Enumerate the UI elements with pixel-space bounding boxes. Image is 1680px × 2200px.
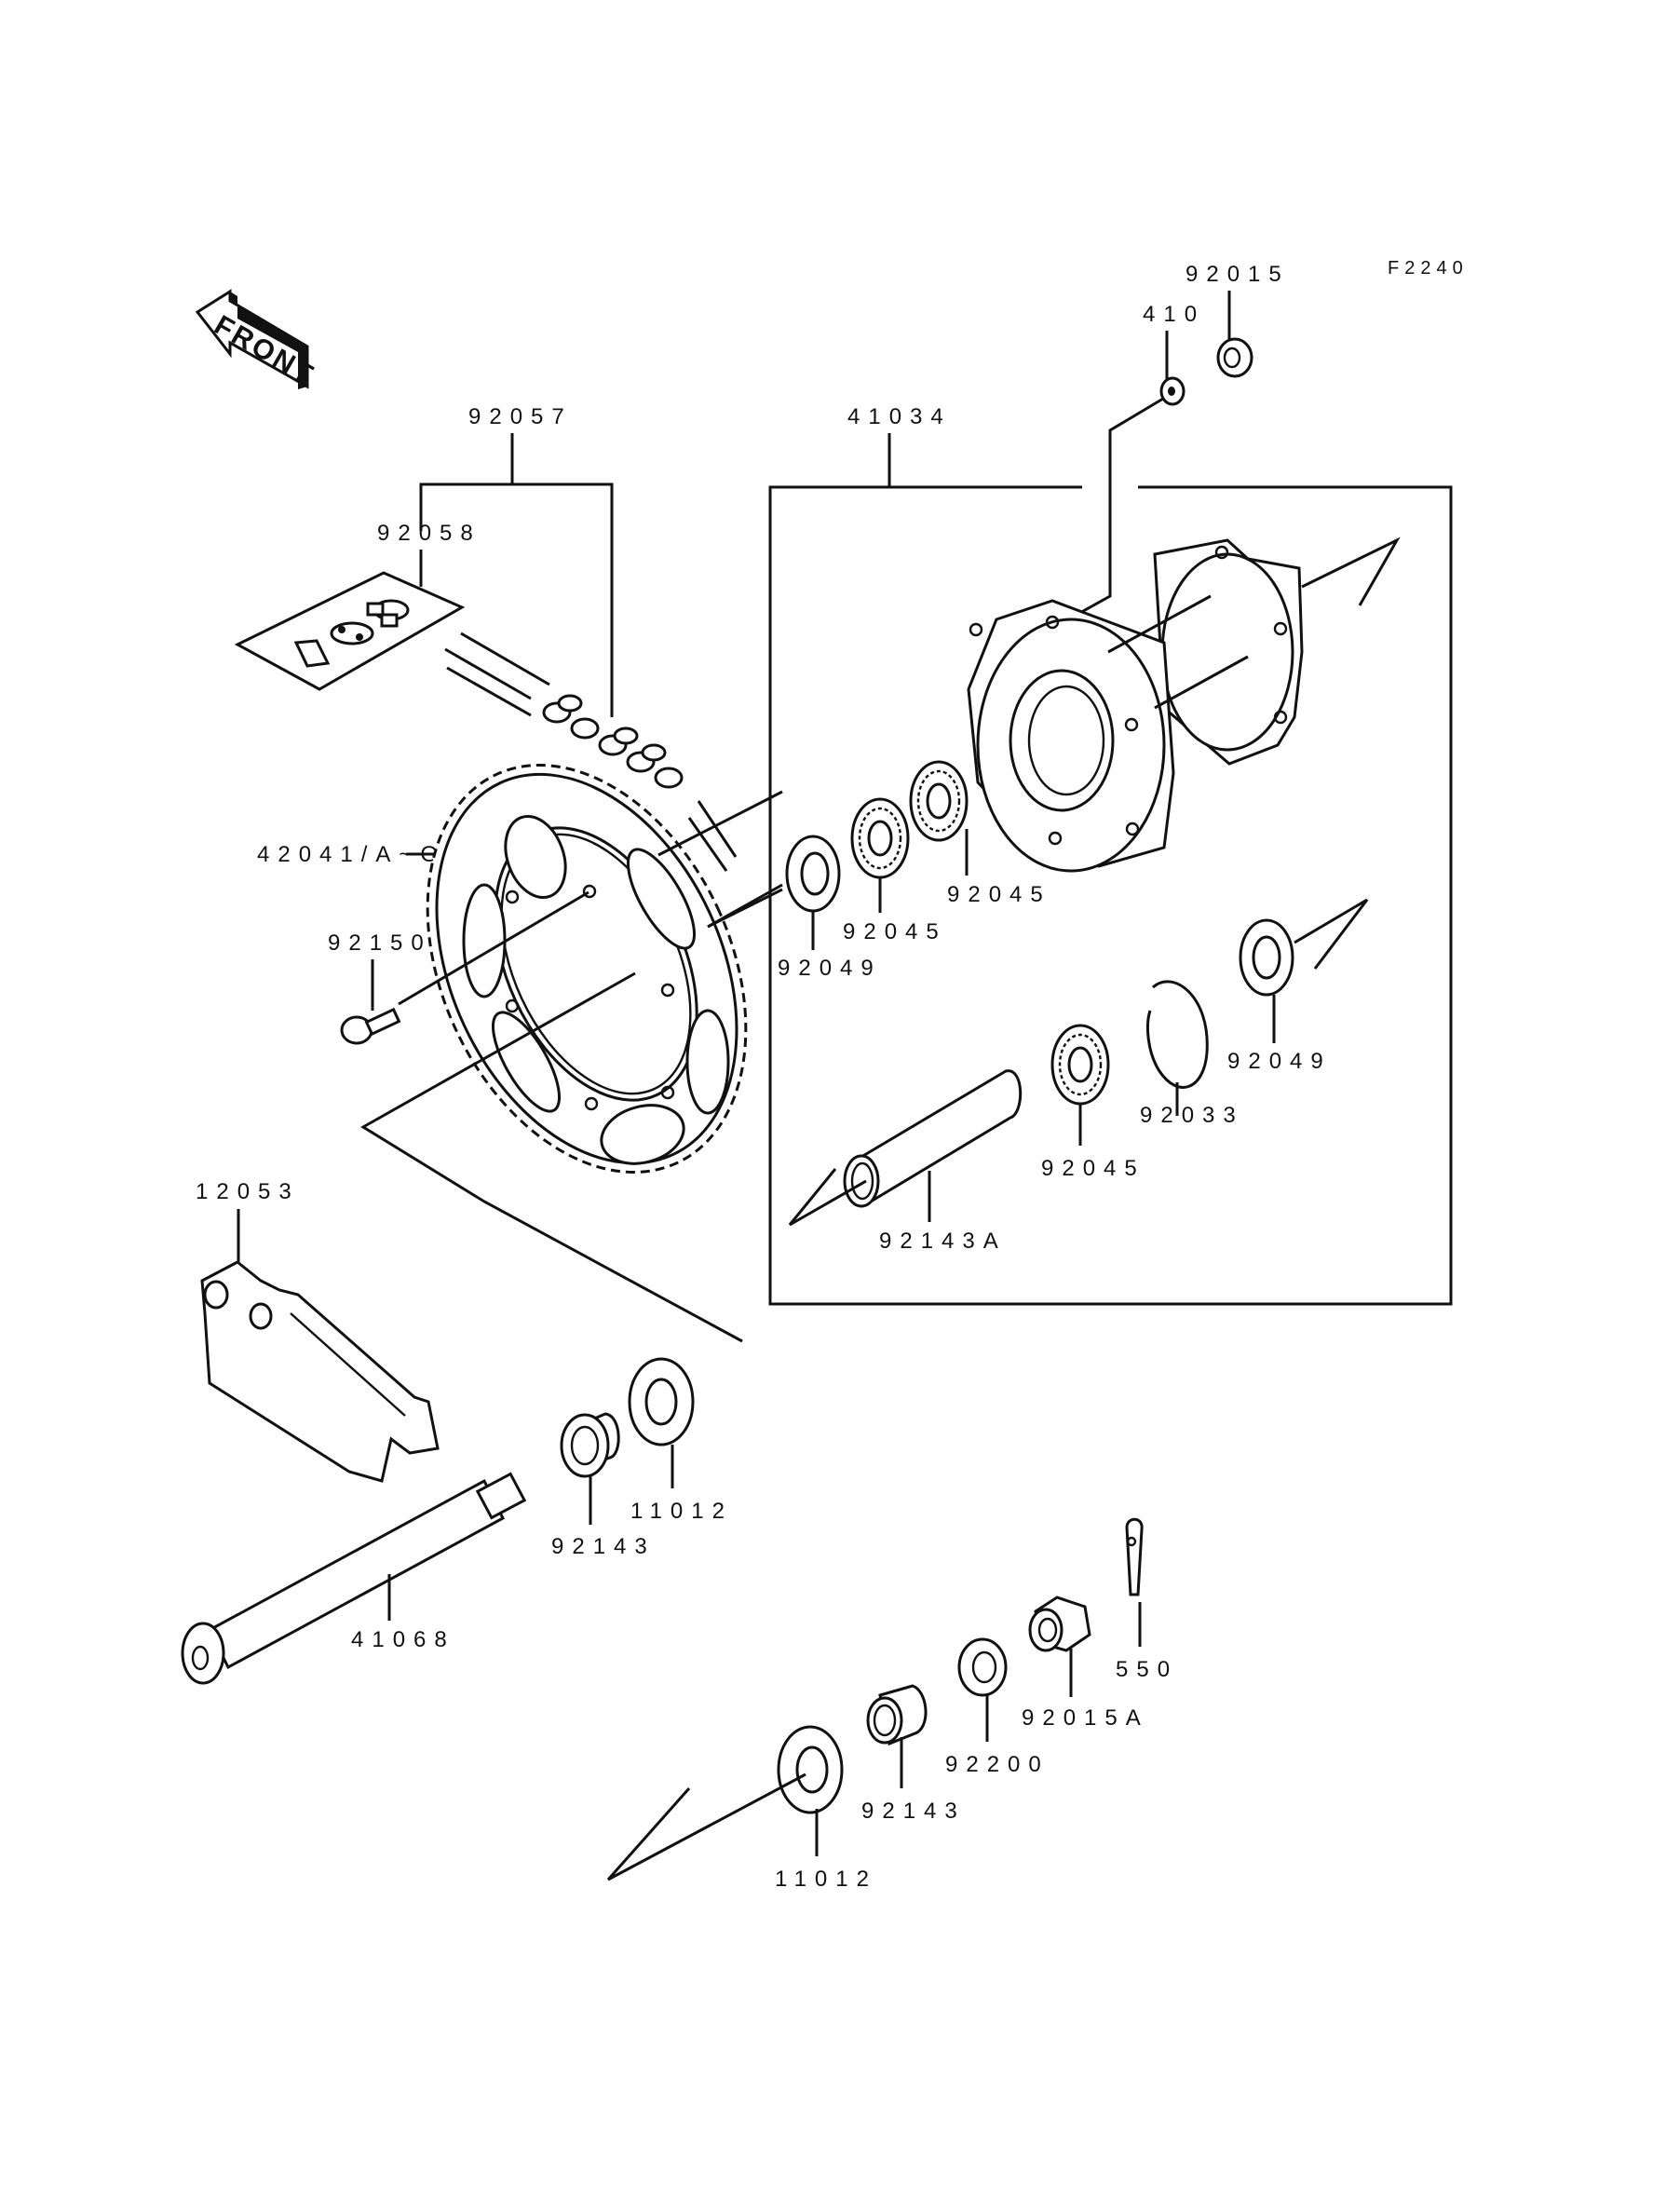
part-label: 11012 xyxy=(630,1499,733,1524)
part-label: 92033 xyxy=(1140,1103,1244,1128)
part-92045-bearing-1[interactable]: 92045 xyxy=(843,797,947,944)
part-label: 92045 xyxy=(947,882,1051,907)
part-label: 92143 xyxy=(551,1534,656,1559)
part-label: 92049 xyxy=(778,956,882,981)
part-92045-bearing-2[interactable]: 92045 xyxy=(909,760,1051,907)
part-label: 92057 xyxy=(468,404,573,429)
part-92049-seal-right[interactable]: 92049 xyxy=(1227,898,1369,1074)
part-label: 550 xyxy=(1116,1657,1178,1682)
part-41034-hub[interactable] xyxy=(967,536,1401,873)
part-92200-washer-right[interactable]: 92200 xyxy=(945,1637,1050,1777)
part-label: 92058 xyxy=(377,521,481,546)
part-label: 12053 xyxy=(196,1179,300,1204)
part-550-cotter-pin[interactable]: 550 xyxy=(1116,1517,1178,1682)
part-92049-seal-left[interactable]: 92049 xyxy=(778,835,882,981)
part-92150-bolt[interactable]: 92150 xyxy=(328,883,783,1045)
part-label: 92143A xyxy=(879,1229,1007,1254)
part-label: 92049 xyxy=(1227,1049,1332,1074)
part-12053-chain-guide[interactable]: 12053 xyxy=(196,1179,440,1483)
front-arrow-icon: FRONT xyxy=(195,289,319,391)
part-92143-collar-left[interactable]: 92143 xyxy=(551,1412,656,1559)
part-92015-nut[interactable]: 92015 xyxy=(1185,262,1290,378)
part-label: 92150 xyxy=(328,930,432,956)
part-92045-bearing-3[interactable]: 92045 xyxy=(1041,1024,1145,1181)
part-label: 92200 xyxy=(945,1752,1050,1777)
part-label: 410 xyxy=(1143,302,1205,327)
assembly-label: 41034 xyxy=(847,404,952,429)
part-92033-circlip[interactable]: 92033 xyxy=(1140,980,1244,1128)
part-41068-axle[interactable]: 41068 xyxy=(181,1472,527,1685)
part-92057-chain[interactable]: 92057 xyxy=(419,404,738,872)
part-92015A-castle-nut[interactable]: 92015A xyxy=(1022,1596,1149,1731)
part-92058-chain-joint[interactable]: 92058 xyxy=(234,521,481,691)
part-label: 92045 xyxy=(1041,1156,1145,1181)
chain-links-icon xyxy=(542,694,684,789)
hub-assembly-box: 41034 xyxy=(768,404,1453,1306)
part-label: 92045 xyxy=(843,919,947,944)
part-label: 92015A xyxy=(1022,1705,1149,1731)
part-92143A-spacer[interactable]: 92143A xyxy=(788,1069,1023,1254)
part-92143-collar-right[interactable]: 92143 xyxy=(861,1684,966,1824)
part-11012-cover-left[interactable]: 11012 xyxy=(628,1357,733,1524)
part-label: 41068 xyxy=(351,1627,455,1652)
part-11012-cover-right[interactable]: 11012 xyxy=(606,1725,877,1892)
part-label: 11012 xyxy=(775,1867,877,1892)
part-label: 92143 xyxy=(861,1799,966,1824)
figure-code: F2240 xyxy=(1388,258,1469,278)
part-42041-sprocket[interactable]: 42041/A~G xyxy=(257,713,808,1343)
part-label: 92015 xyxy=(1185,262,1290,287)
